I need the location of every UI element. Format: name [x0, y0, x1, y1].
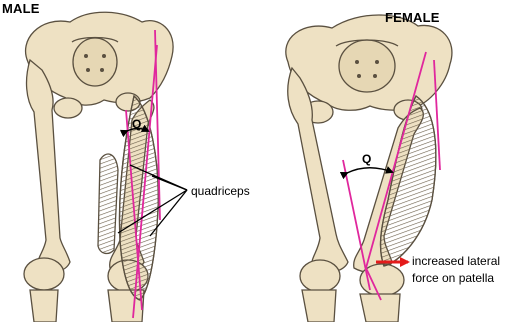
- female-title: FEMALE: [385, 10, 440, 25]
- patella-force-label-line1: increased lateral: [412, 253, 513, 270]
- male-q-angle-label: Q: [132, 117, 141, 131]
- patella-force-label: increased lateral force on patella: [412, 253, 513, 287]
- male-title: MALE: [2, 1, 40, 16]
- quadriceps-label: quadriceps: [191, 184, 250, 198]
- female-q-angle-label: Q: [362, 152, 371, 166]
- patella-force-label-line2: force on patella: [412, 270, 513, 287]
- male-pelvis-and-legs: [24, 12, 173, 322]
